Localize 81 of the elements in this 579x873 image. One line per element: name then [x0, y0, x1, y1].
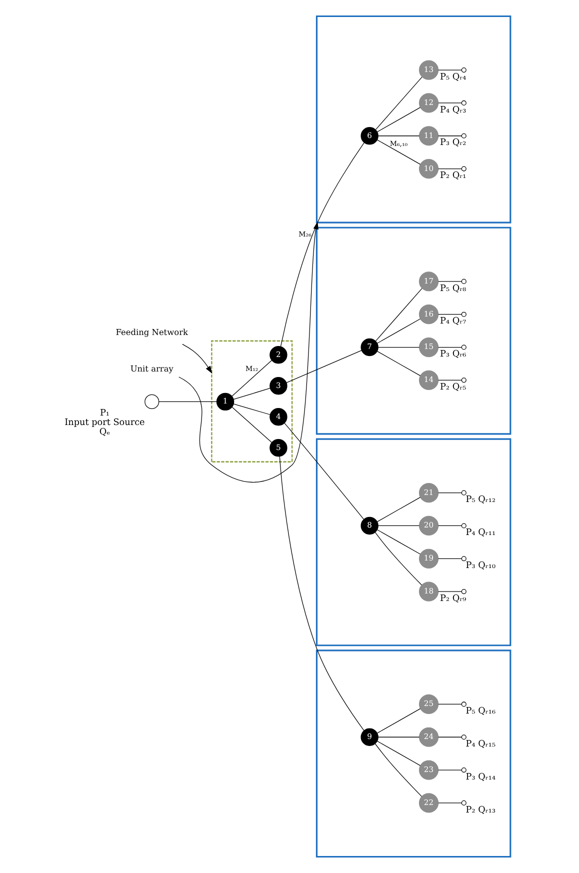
node-circle — [460, 68, 466, 73]
connector — [377, 346, 420, 348]
connector — [437, 346, 462, 348]
cluster — [210, 340, 292, 462]
connector — [231, 406, 272, 443]
node-text: Unit array — [130, 364, 173, 374]
connector — [437, 704, 462, 705]
node-circle — [460, 344, 466, 350]
connector — [231, 360, 272, 396]
node-circle — [460, 133, 466, 138]
arrow — [178, 222, 318, 483]
node-label: P₃ Qᵣ₂ — [440, 138, 466, 148]
node-label: P₄ Qᵣ₁₁ — [465, 528, 496, 538]
node-label: P₂ Qᵣ₁₃ — [465, 805, 496, 816]
node-circle — [144, 394, 159, 409]
node-circle — [460, 490, 466, 496]
connector — [377, 736, 420, 738]
connector — [374, 288, 422, 342]
connector — [376, 529, 420, 554]
connector — [437, 525, 462, 526]
node-label: P₃ Qᵣ₆ — [440, 350, 466, 360]
connector — [437, 281, 462, 282]
node-label: P₅ Qᵣ₄ — [440, 72, 466, 82]
node-label: P₅ Qᵣ₁₂ — [465, 495, 496, 506]
arrow — [182, 344, 212, 374]
connector — [374, 532, 422, 586]
connector — [374, 743, 422, 797]
connector — [437, 736, 462, 738]
cluster — [315, 226, 511, 435]
connector — [376, 350, 420, 376]
connector — [232, 404, 270, 415]
node-label: P₄ Qᵣ₇ — [440, 316, 466, 327]
connector — [437, 558, 462, 559]
node-circle — [460, 768, 466, 773]
connector — [232, 388, 270, 400]
connector — [376, 740, 420, 766]
connector — [376, 107, 420, 132]
connector — [376, 708, 420, 734]
node-circle — [460, 734, 466, 740]
connector — [278, 456, 364, 731]
connector — [377, 525, 420, 526]
node-text: Feeding Network — [115, 326, 188, 337]
connector — [376, 497, 420, 522]
node-circle — [460, 278, 466, 284]
connector — [376, 140, 420, 165]
connector — [437, 591, 462, 592]
node-circle — [460, 100, 466, 106]
connector — [376, 318, 420, 344]
connector — [280, 142, 364, 347]
node-label: P₂ Qᵣ₁ — [440, 171, 466, 182]
node-circle — [460, 556, 466, 562]
node-circle — [460, 589, 466, 594]
node-label: Input port Source — [64, 418, 144, 428]
node-label: Qₑ — [98, 428, 110, 438]
connector — [286, 350, 362, 384]
connector — [374, 76, 422, 130]
node-circle — [460, 523, 466, 528]
connector — [437, 168, 462, 170]
node-circle — [460, 312, 466, 317]
cluster — [315, 438, 511, 646]
connector — [437, 492, 462, 494]
node-label: P₃ Qᵣ₁₄ — [465, 772, 496, 782]
connector — [437, 802, 462, 804]
connector — [437, 314, 462, 315]
node-circle — [460, 800, 466, 806]
node-label: P₂ Qᵣ₅ — [440, 382, 466, 392]
cluster — [315, 650, 511, 858]
cluster — [315, 15, 511, 224]
connector — [284, 422, 364, 520]
node-label: P₄ Qᵣ₃ — [440, 105, 466, 116]
node-label: P₃ Qᵣ₁₀ — [465, 560, 496, 571]
node-circle — [460, 702, 466, 707]
node-circle — [460, 166, 466, 172]
node-label: P₂ Qᵣ₉ — [440, 594, 466, 604]
connector — [158, 401, 216, 402]
node-circle — [460, 378, 466, 383]
node-label: P₁ — [99, 408, 109, 419]
node-label: P₅ Qᵣ₈ — [440, 284, 466, 294]
node-label: P₄ Qᵣ₁₅ — [465, 739, 496, 750]
connector — [437, 102, 462, 104]
node-label: P₅ Qᵣ₁₆ — [465, 706, 496, 717]
